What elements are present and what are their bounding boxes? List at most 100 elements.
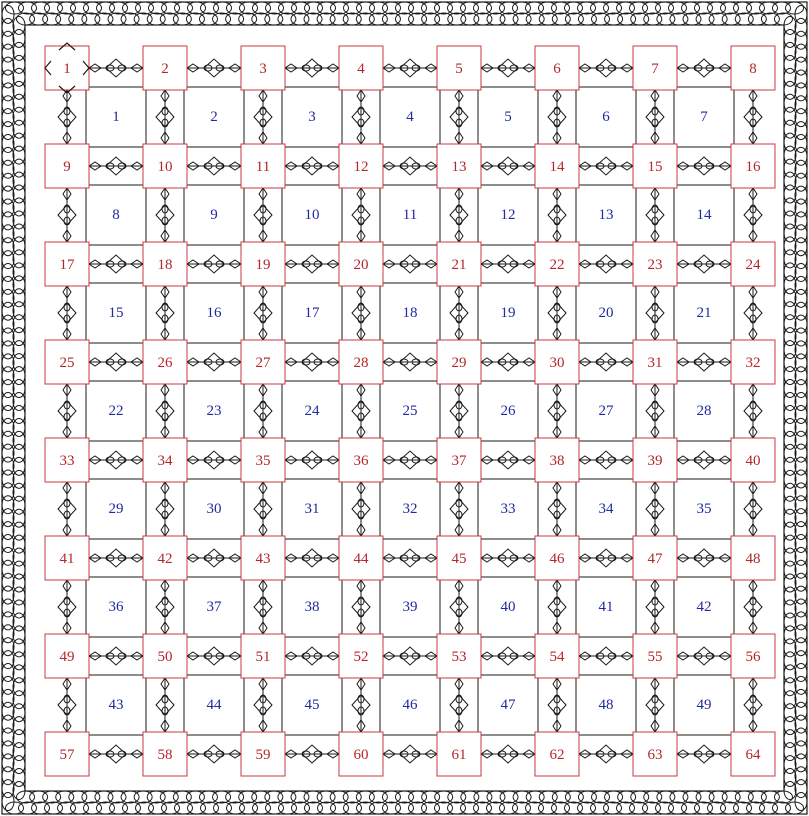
board-node[interactable]: 20 xyxy=(339,242,383,286)
board-cell[interactable]: 38 xyxy=(282,577,342,637)
board-node[interactable]: 8 xyxy=(731,46,775,90)
board-node[interactable]: 32 xyxy=(731,340,775,384)
board-cell[interactable]: 39 xyxy=(380,577,440,637)
board-node[interactable]: 12 xyxy=(339,144,383,188)
board-cell[interactable]: 11 xyxy=(380,185,440,245)
board-node[interactable]: 44 xyxy=(339,536,383,580)
board-node[interactable]: 40 xyxy=(731,438,775,482)
board-node[interactable]: 30 xyxy=(535,340,579,384)
board-node[interactable]: 46 xyxy=(535,536,579,580)
board-node[interactable]: 61 xyxy=(437,732,481,776)
board-node[interactable]: 4 xyxy=(339,46,383,90)
board-cell[interactable]: 28 xyxy=(674,381,734,441)
board-node[interactable]: 52 xyxy=(339,634,383,678)
board-node[interactable]: 51 xyxy=(241,634,285,678)
board-node[interactable]: 2 xyxy=(143,46,187,90)
board-cell[interactable]: 27 xyxy=(576,381,636,441)
board-node[interactable]: 9 xyxy=(45,144,89,188)
board-node[interactable]: 19 xyxy=(241,242,285,286)
board-node[interactable]: 1 xyxy=(45,43,89,93)
board-node[interactable]: 50 xyxy=(143,634,187,678)
board-cell[interactable]: 24 xyxy=(282,381,342,441)
board-cell[interactable]: 25 xyxy=(380,381,440,441)
board-node[interactable]: 63 xyxy=(633,732,677,776)
board-cell[interactable]: 6 xyxy=(576,87,636,147)
board-cell[interactable]: 44 xyxy=(184,675,244,735)
board-node[interactable]: 43 xyxy=(241,536,285,580)
board-cell[interactable]: 16 xyxy=(184,283,244,343)
board-node[interactable]: 53 xyxy=(437,634,481,678)
board-node[interactable]: 17 xyxy=(45,242,89,286)
board-node[interactable]: 16 xyxy=(731,144,775,188)
board-node[interactable]: 41 xyxy=(45,536,89,580)
board-node[interactable]: 22 xyxy=(535,242,579,286)
board-node[interactable]: 58 xyxy=(143,732,187,776)
board-node[interactable]: 28 xyxy=(339,340,383,384)
board-cell[interactable]: 3 xyxy=(282,87,342,147)
board-node[interactable]: 5 xyxy=(437,46,481,90)
board-node[interactable]: 24 xyxy=(731,242,775,286)
board-node[interactable]: 59 xyxy=(241,732,285,776)
board-node[interactable]: 26 xyxy=(143,340,187,384)
board-node[interactable]: 25 xyxy=(45,340,89,384)
board-node[interactable]: 31 xyxy=(633,340,677,384)
board-node[interactable]: 55 xyxy=(633,634,677,678)
board-node[interactable]: 39 xyxy=(633,438,677,482)
board-node[interactable]: 11 xyxy=(241,144,285,188)
board-cell[interactable]: 17 xyxy=(282,283,342,343)
board-cell[interactable]: 10 xyxy=(282,185,342,245)
board-node[interactable]: 15 xyxy=(633,144,677,188)
board-node[interactable]: 23 xyxy=(633,242,677,286)
board-cell[interactable]: 21 xyxy=(674,283,734,343)
board-node[interactable]: 62 xyxy=(535,732,579,776)
board-node[interactable]: 13 xyxy=(437,144,481,188)
board-cell[interactable]: 46 xyxy=(380,675,440,735)
board-node[interactable]: 14 xyxy=(535,144,579,188)
board-node[interactable]: 7 xyxy=(633,46,677,90)
board-node[interactable]: 49 xyxy=(45,634,89,678)
board-cell[interactable]: 4 xyxy=(380,87,440,147)
board-cell[interactable]: 37 xyxy=(184,577,244,637)
board-node[interactable]: 29 xyxy=(437,340,481,384)
board-cell[interactable]: 20 xyxy=(576,283,636,343)
board-cell[interactable]: 26 xyxy=(478,381,538,441)
board-cell[interactable]: 35 xyxy=(674,479,734,539)
board-node[interactable]: 45 xyxy=(437,536,481,580)
board-cell[interactable]: 43 xyxy=(86,675,146,735)
board-cell[interactable]: 30 xyxy=(184,479,244,539)
board-node[interactable]: 38 xyxy=(535,438,579,482)
board-cell[interactable]: 18 xyxy=(380,283,440,343)
board-cell[interactable]: 8 xyxy=(86,185,146,245)
board-cell[interactable]: 29 xyxy=(86,479,146,539)
board-cell[interactable]: 48 xyxy=(576,675,636,735)
board-node[interactable]: 34 xyxy=(143,438,187,482)
board-cell[interactable]: 7 xyxy=(674,87,734,147)
board-cell[interactable]: 15 xyxy=(86,283,146,343)
board-node[interactable]: 54 xyxy=(535,634,579,678)
board-node[interactable]: 21 xyxy=(437,242,481,286)
board-cell[interactable]: 45 xyxy=(282,675,342,735)
board-node[interactable]: 48 xyxy=(731,536,775,580)
board-cell[interactable]: 22 xyxy=(86,381,146,441)
board-node[interactable]: 35 xyxy=(241,438,285,482)
board-cell[interactable]: 49 xyxy=(674,675,734,735)
board-cell[interactable]: 23 xyxy=(184,381,244,441)
board-cell[interactable]: 13 xyxy=(576,185,636,245)
board-cell[interactable]: 9 xyxy=(184,185,244,245)
board-node[interactable]: 33 xyxy=(45,438,89,482)
board-cell[interactable]: 1 xyxy=(86,87,146,147)
board-node[interactable]: 60 xyxy=(339,732,383,776)
board-cell[interactable]: 33 xyxy=(478,479,538,539)
board-cell[interactable]: 36 xyxy=(86,577,146,637)
board-node[interactable]: 36 xyxy=(339,438,383,482)
board-node[interactable]: 18 xyxy=(143,242,187,286)
board-cell[interactable]: 41 xyxy=(576,577,636,637)
board-node[interactable]: 56 xyxy=(731,634,775,678)
board-cell[interactable]: 42 xyxy=(674,577,734,637)
board-cell[interactable]: 47 xyxy=(478,675,538,735)
board-cell[interactable]: 19 xyxy=(478,283,538,343)
board-cell[interactable]: 5 xyxy=(478,87,538,147)
board-node[interactable]: 64 xyxy=(731,732,775,776)
board-cell[interactable]: 2 xyxy=(184,87,244,147)
board-cell[interactable]: 14 xyxy=(674,185,734,245)
